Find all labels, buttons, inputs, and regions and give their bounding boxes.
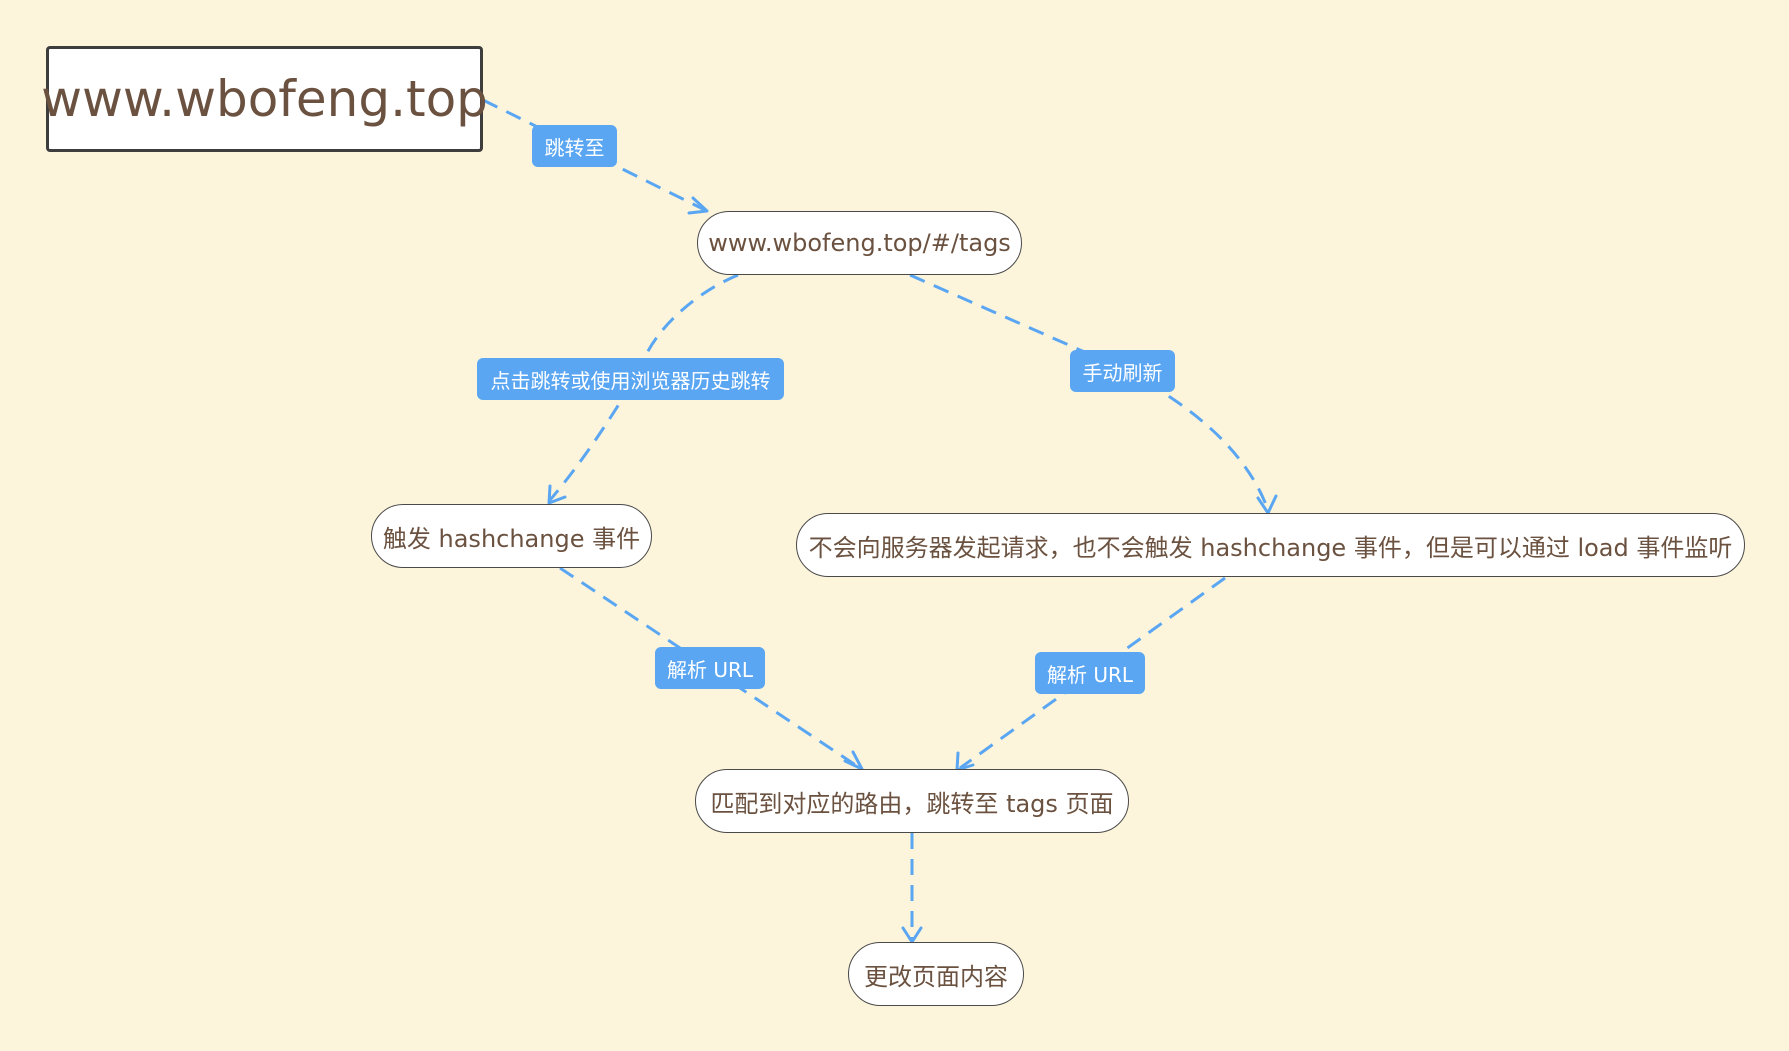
arrow-head-content — [901, 926, 923, 944]
edge-label-click-or-history: 点击跳转或使用浏览器历史跳转 — [477, 358, 784, 400]
edge-label-parse-url-left: 解析 URL — [655, 647, 765, 689]
edge-hashchange-to-match — [559, 566, 861, 770]
change-content-node[interactable]: 更改页面内容 — [848, 942, 1024, 1006]
edge-label-manual-refresh: 手动刷新 — [1070, 350, 1175, 392]
arrow-head-hashchange — [547, 484, 567, 505]
match-route-node[interactable]: 匹配到对应的路由，跳转至 tags 页面 — [695, 769, 1129, 833]
tags-url-node[interactable]: www.wbofeng.top/#/tags — [697, 211, 1022, 275]
edge-tags-to-refresh — [909, 273, 1270, 511]
no-request-node[interactable]: 不会向服务器发起请求，也不会触发 hashchange 事件，但是可以通过 lo… — [796, 513, 1745, 577]
edge-label-jump-to: 跳转至 — [532, 125, 617, 167]
root-node[interactable]: www.wbofeng.top — [41, 46, 488, 152]
edge-root-to-tags — [482, 98, 706, 212]
trigger-hashchange-node[interactable]: 触发 hashchange 事件 — [371, 504, 652, 568]
edge-label-parse-url-right: 解析 URL — [1035, 652, 1145, 694]
arrow-head-refresh — [1256, 494, 1278, 515]
arrow-head-tags — [687, 196, 709, 215]
